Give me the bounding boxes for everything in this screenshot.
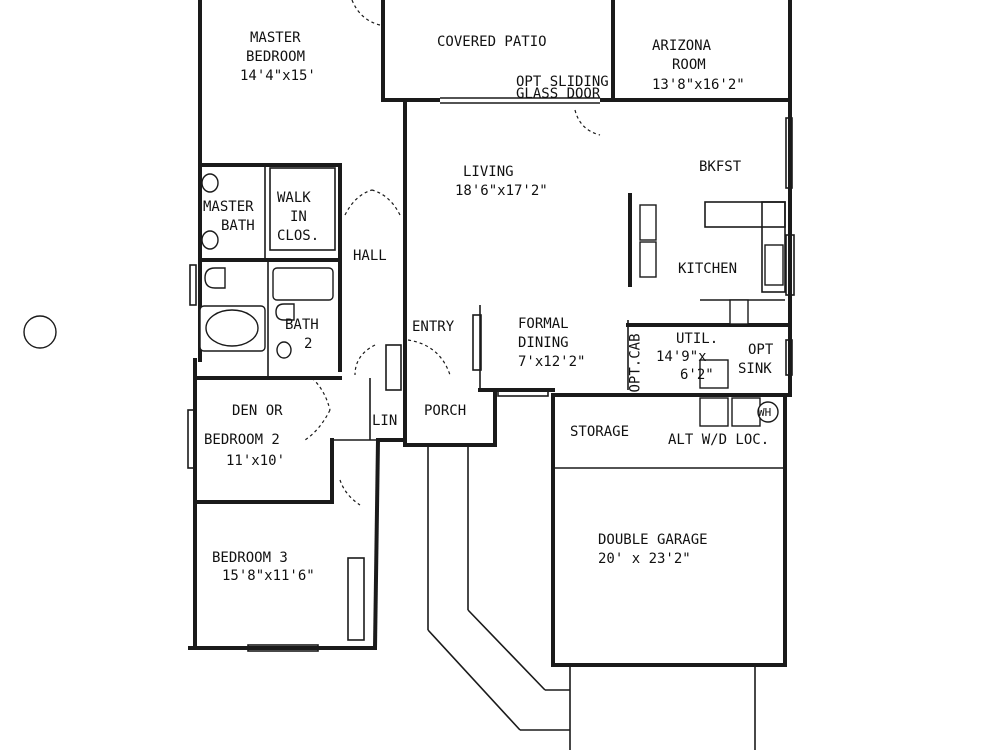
walk-in-clos-label-1: WALK [277, 190, 311, 206]
arizona-room-label-2: ROOM [672, 57, 706, 73]
living-dims: 18'6"x17'2" [455, 183, 548, 199]
alt-wd-label: ALT W/D LOC. [668, 432, 770, 448]
wh-label: WH [758, 406, 772, 419]
opt-sink-label-1: OPT [748, 342, 774, 358]
double-garage-dims: 20' x 23'2" [598, 551, 691, 567]
den-label-2: BEDROOM 2 [204, 432, 280, 448]
den-dims: 11'x10' [226, 453, 286, 469]
arizona-room-dims: 13'8"x16'2" [652, 77, 745, 93]
opt-sliding-label: OPT SLIDING [516, 74, 609, 90]
living-label: LIVING [463, 164, 514, 180]
opt-cab-label: OPT.CAB [627, 333, 644, 393]
arizona-room-label: ARIZONA [652, 38, 712, 54]
master-bath-label: MASTER [203, 199, 254, 215]
util-dims-2: 6'2" [680, 367, 714, 383]
formal-dining-dims: 7'x12'2" [518, 354, 586, 370]
hall-label: HALL [353, 248, 387, 264]
lin-label: LIN [372, 413, 398, 429]
walk-in-clos-label-2: IN [290, 209, 307, 225]
bedroom-3-label: BEDROOM 3 [212, 550, 288, 566]
den-label: DEN OR [232, 403, 283, 419]
entry-label: ENTRY [412, 319, 455, 335]
walk-in-clos-label-3: CLOS. [277, 228, 320, 244]
formal-dining-label-2: DINING [518, 335, 569, 351]
util-label: UTIL. [676, 331, 719, 347]
master-bath-label-2: BATH [221, 218, 255, 234]
fixtures [23, 173, 784, 427]
storage-label: STORAGE [570, 424, 630, 440]
covered-patio-label: COVERED PATIO [437, 34, 547, 50]
bath-2-number: 2 [304, 336, 313, 352]
exterior-walls [188, 0, 792, 667]
double-garage-label: DOUBLE GARAGE [598, 532, 708, 548]
bkfst-label: BKFST [699, 159, 742, 175]
interior-walls [193, 0, 792, 750]
bedroom-3-dims: 15'8"x11'6" [222, 568, 315, 584]
master-bedroom-dims: 14'4"x15' [240, 68, 316, 84]
master-bedroom-label-2: BEDROOM [246, 49, 306, 65]
porch-label: PORCH [424, 403, 467, 419]
kitchen-label: KITCHEN [678, 261, 738, 277]
glass-door-label: GLASS DOOR [516, 86, 601, 102]
formal-dining-label: FORMAL [518, 316, 569, 332]
util-dims-1: 14'9"x [656, 349, 707, 365]
bath-2-label: BATH [285, 317, 319, 333]
opt-sink-label-2: SINK [738, 361, 772, 377]
doors-windows [187, 0, 795, 652]
master-bedroom-label: MASTER [250, 30, 301, 46]
